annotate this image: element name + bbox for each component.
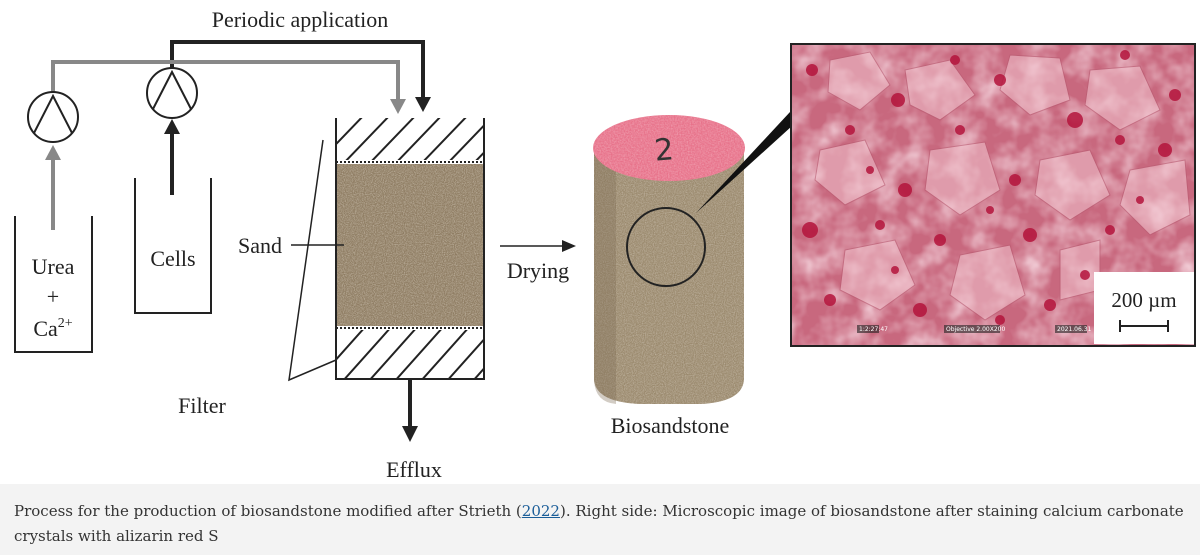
top-filter-hatch: [336, 118, 484, 160]
magnified-area-circle: [626, 207, 706, 287]
calcium-label: Ca2+: [33, 316, 72, 341]
scale-bar: [1119, 320, 1169, 332]
sand-label: Sand: [238, 233, 282, 258]
periodic-application-label: Periodic application: [212, 7, 389, 32]
micro-footer: 1:2:27:47 Objective 2.00X200 2021.06.31: [857, 325, 1092, 333]
plus-label: +: [47, 284, 59, 309]
calcium-base-text: Ca: [33, 316, 58, 341]
citation-link[interactable]: 2022: [521, 502, 560, 520]
urea-feed-arrowhead: [390, 99, 406, 114]
core-sample-mark: 2: [653, 132, 675, 169]
filter-label: Filter: [178, 393, 226, 418]
urea-pump-icon: [27, 91, 79, 143]
microscope-image: 200 µm 1:2:27:47 Objective 2.00X200 2021…: [790, 43, 1196, 347]
filter-wedge: [288, 139, 337, 382]
scale-bar-box: [1094, 272, 1194, 344]
figure-caption: Process for the production of biosandsto…: [14, 499, 1184, 549]
reactor-column: [335, 118, 485, 380]
scale-bar-label: 200 µm: [1111, 288, 1176, 312]
zoom-wedge: [696, 112, 792, 213]
drying-label: Drying: [507, 258, 569, 283]
efflux-label: Efflux: [386, 457, 442, 482]
micro-footer-objective: Objective 2.00X200: [946, 326, 1005, 333]
caption-text-before: Process for the production of biosandsto…: [14, 502, 522, 520]
bottom-filter-hatch: [336, 330, 484, 378]
urea-label: Urea: [32, 254, 75, 279]
efflux-arrowhead: [402, 426, 418, 442]
caption-text-after: ). Right side: Microscopic image of bios…: [14, 502, 1184, 545]
cells-feed-line: [170, 40, 425, 98]
cells-label: Cells: [150, 246, 195, 271]
cells-pump-icon: [146, 67, 198, 119]
cells-supply-arrowhead: [164, 119, 180, 134]
cells-container: [134, 178, 212, 314]
drying-arrowhead: [562, 240, 576, 252]
urea-supply-arrowhead: [45, 145, 61, 160]
urea-feed-line: [51, 60, 400, 100]
biosandstone-core: 2: [593, 115, 745, 404]
process-diagram: Periodic application Urea + Ca2+ Cells: [14, 7, 1196, 482]
micro-footer-time: 1:2:27:47: [859, 326, 888, 333]
urea-container: [14, 216, 93, 353]
cells-feed-arrowhead: [415, 97, 431, 112]
micro-footer-date: 2021.06.31: [1057, 326, 1092, 333]
caption-background: [0, 484, 1200, 555]
calcium-charge-text: 2+: [58, 316, 73, 331]
biosandstone-label: Biosandstone: [611, 413, 730, 438]
